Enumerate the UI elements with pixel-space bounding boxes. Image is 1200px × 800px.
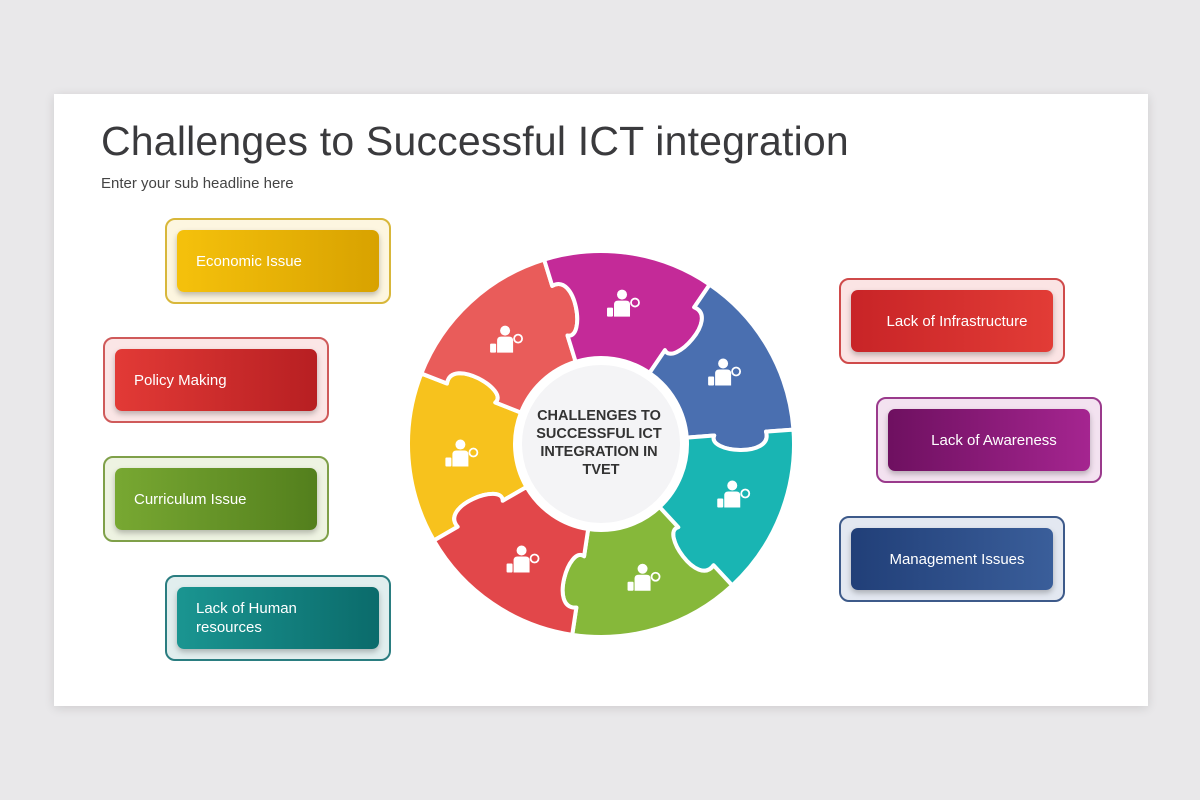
user-network-icon <box>607 289 640 317</box>
card-lack-of-human-resources: Lack of Human resources <box>165 575 391 661</box>
center-text-line: INTEGRATION IN <box>540 444 657 460</box>
center-text-line: TVET <box>582 462 619 478</box>
card-label: Curriculum Issue <box>134 490 247 508</box>
slide: Challenges to Successful ICT integration… <box>54 94 1148 706</box>
meeting-table-icon <box>627 563 661 591</box>
card-label: Lack of Infrastructure <box>886 312 1028 330</box>
card-label: Lack of Human resources <box>196 600 297 636</box>
svg-text:CHALLENGES TO SUCCESSFUL: CHALLENGES TO SUCCESSFUL ICT INTEGRATION… <box>536 408 665 478</box>
card-lack-of-infrastructure: Lack of Infrastructure <box>839 278 1065 364</box>
wheel-icons <box>445 289 751 591</box>
card-curriculum-issue: Curriculum Issue <box>103 456 329 542</box>
time-worker-icon <box>717 480 751 508</box>
card-label: Economic Issue <box>196 252 302 270</box>
wheel-segments <box>406 249 796 639</box>
presentation-meeting-icon <box>506 545 540 573</box>
card-lack-of-awareness: Lack of Awareness <box>876 397 1102 483</box>
segment-policy <box>431 485 591 637</box>
slide-title: Challenges to Successful ICT integration <box>101 118 849 164</box>
puzzle-wheel: CHALLENGES TO SUCCESSFUL ICT INTEGRATION… <box>406 249 796 639</box>
slide-subtitle: Enter your sub headline here <box>101 175 294 192</box>
businessman-money-icon <box>445 439 479 467</box>
card-policy-making: Policy Making <box>103 337 329 423</box>
card-economic-issue: Economic Issue <box>165 218 391 304</box>
desk-worker-icon <box>708 358 742 386</box>
card-management-issues: Management Issues <box>839 516 1065 602</box>
center-text-line: SUCCESSFUL ICT <box>536 426 662 442</box>
card-label: Management Issues <box>889 550 1025 568</box>
center-circle <box>522 365 680 523</box>
center-text-line: CHALLENGES TO <box>537 408 661 424</box>
team-group-icon <box>490 325 523 353</box>
card-label: Lack of Awareness <box>931 431 1057 449</box>
card-label: Policy Making <box>134 371 227 389</box>
